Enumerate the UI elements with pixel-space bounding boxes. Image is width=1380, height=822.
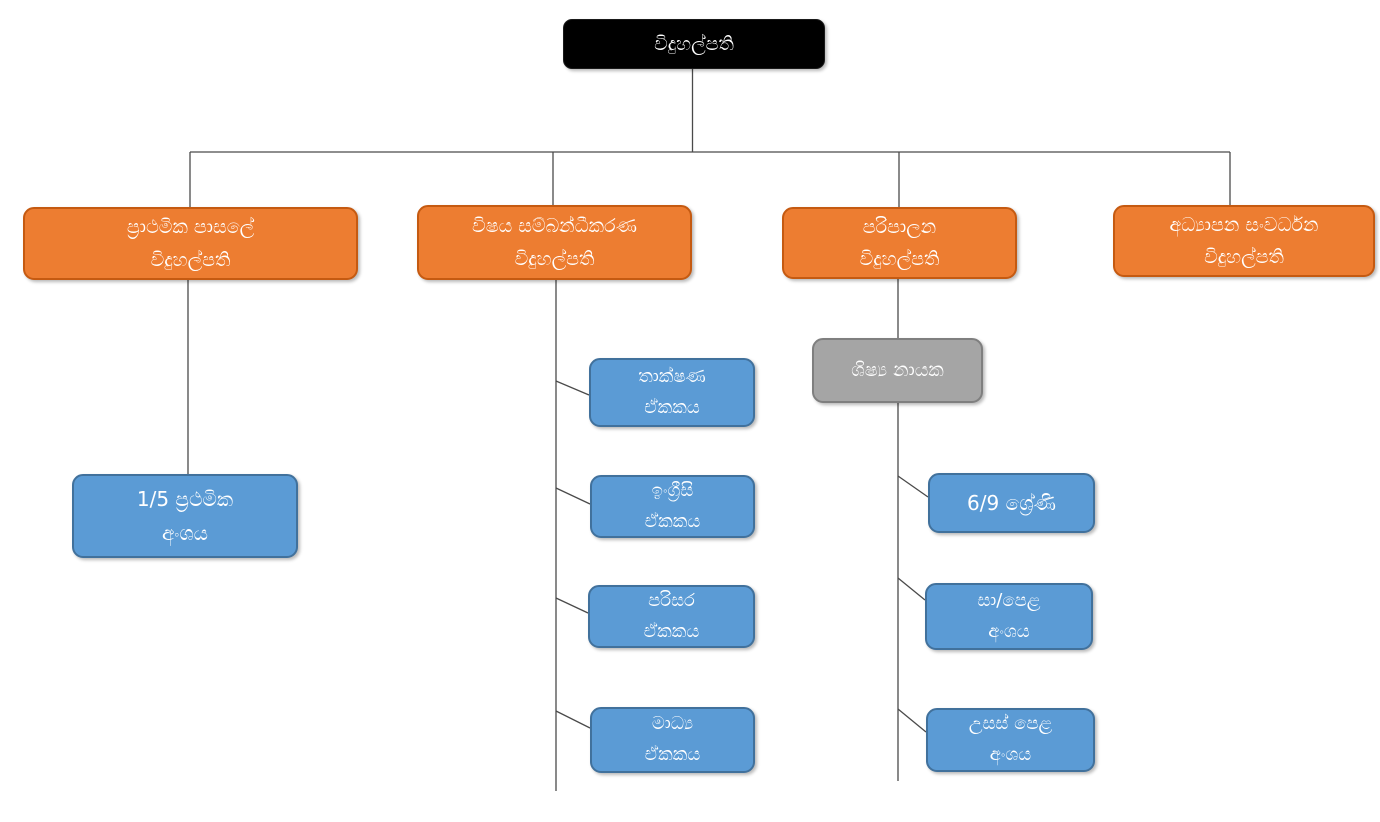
node-label-line: ඒකකය <box>644 744 701 765</box>
node-label-line: විෂය සම්බන්ධීකරණ <box>472 215 637 238</box>
node-subject-coordination-principal[interactable]: විෂය සම්බන්ධීකරණ විදුහල්පති <box>417 205 692 280</box>
node-ol-section[interactable]: සා/පෙළ අංශය <box>925 583 1093 650</box>
node-primary-school-principal[interactable]: ප්‍රාථමික පාසලේ විදුහල්පති <box>23 207 358 280</box>
node-al-section[interactable]: උසස් පෙළ අංශය <box>926 708 1095 772</box>
node-label-line: අධ්‍යාපන සංවර්ධන <box>1169 213 1319 236</box>
node-media-unit[interactable]: මාධ්‍ය ඒකකය <box>590 707 755 773</box>
node-label-line: මාධ්‍ය <box>651 713 694 735</box>
node-technology-unit[interactable]: තාක්ෂණ ඒකකය <box>589 358 755 427</box>
node-label-line: තාක්ෂණ <box>638 365 706 387</box>
node-label-line: අංශය <box>161 521 209 545</box>
node-label-line: විදුහල්පති <box>859 248 940 270</box>
node-label-line: ඒකකය <box>644 510 701 532</box>
node-principal-label: විදුහල්පති <box>654 32 734 55</box>
node-label-line: පරිසර <box>648 589 695 611</box>
node-label-line: උසස් පෙළ <box>968 713 1053 735</box>
node-label-line: ඒකකය <box>643 620 700 642</box>
node-label-line: විදුහල්පති <box>1204 246 1284 268</box>
node-primary-1-5-section[interactable]: 1/5 ප්‍රථමික අංශය <box>72 474 298 558</box>
node-label-line: විදුහල්පති <box>514 247 595 270</box>
node-label-line: සා/පෙළ <box>977 589 1041 611</box>
node-label-line: අංශය <box>988 620 1030 642</box>
node-label-line: 6/9 ශ්‍රේණි <box>967 491 1056 515</box>
node-principal[interactable]: විදුහල්පති <box>563 19 825 69</box>
node-administration-principal[interactable]: පරිපාලන විදුහල්පති <box>782 207 1017 279</box>
node-label-line: පරිපාලන <box>862 215 937 238</box>
node-label-line: ඒකකය <box>644 396 700 418</box>
node-label-line: ප්‍රාථමික පාසලේ <box>126 216 255 239</box>
node-grades-6-9[interactable]: 6/9 ශ්‍රේණි <box>928 473 1095 533</box>
node-label-line: අංශය <box>989 744 1032 765</box>
node-label-line: ඉංග්‍රීසි <box>651 479 694 501</box>
node-label-line: ශිෂ්‍ය නායක <box>851 359 944 382</box>
node-label-line: විදුහල්පති <box>150 248 231 271</box>
node-education-development-principal[interactable]: අධ්‍යාපන සංවර්ධන විදුහල්පති <box>1113 205 1375 277</box>
node-student-leaders[interactable]: ශිෂ්‍ය නායක <box>812 338 983 403</box>
node-environment-unit[interactable]: පරිසර ඒකකය <box>588 585 755 648</box>
node-english-unit[interactable]: ඉංග්‍රීසි ඒකකය <box>590 475 755 538</box>
node-label-line: 1/5 ප්‍රථමික <box>136 487 234 511</box>
